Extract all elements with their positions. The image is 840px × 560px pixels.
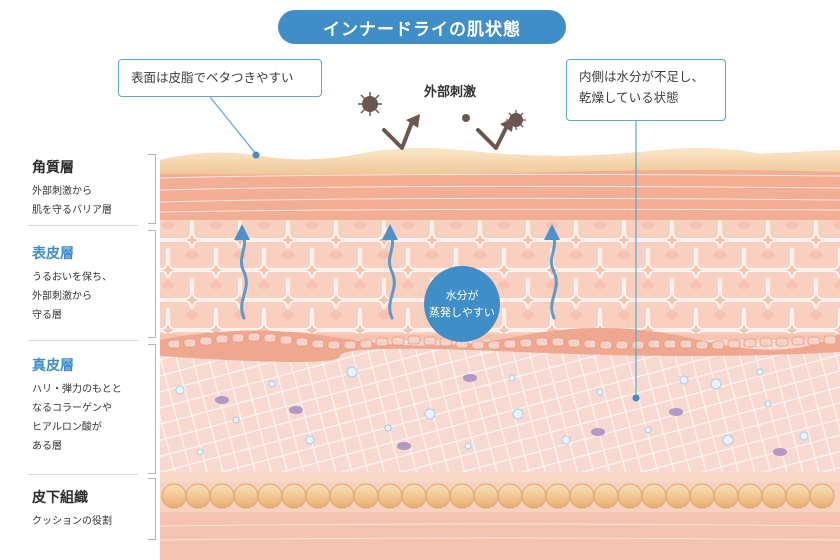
callout-surface: 表面は皮脂でベタつきやすい [118, 59, 322, 97]
layer-desc-line: 外部刺激から [32, 291, 92, 302]
layer-desc-line: ハリ・弾力のもとと [32, 384, 122, 395]
bubble-line1: 水分が [445, 289, 479, 302]
external-stimulus-label: 外部刺激 [424, 85, 477, 100]
layer-bracket [148, 230, 156, 338]
external-irritant-icons [358, 92, 526, 150]
layer-desc-line: うるおいを保ち、 [32, 272, 112, 283]
divider [28, 340, 138, 341]
fat-cells [161, 483, 835, 509]
layer-label-dermis: 真皮層 ハリ・弾力のもとと なるコラーゲンや ヒアルロン酸が ある層 [32, 356, 142, 456]
page-title: インナードライの肌状態 [278, 10, 566, 44]
pointer-dot [252, 151, 260, 159]
layer-desc-line: クッションの役割 [32, 516, 112, 527]
pointer-dot [632, 394, 640, 402]
callout-inner-line1: 内側は水分が不足し、 [579, 69, 705, 84]
arrow-head-icon [544, 224, 560, 240]
evaporation-bubble: 水分が 蒸発しやすい [424, 266, 500, 342]
callout-surface-text: 表面は皮脂でベタつきやすい [131, 70, 294, 85]
layer-bracket [148, 154, 156, 224]
arrow-head-icon [382, 224, 398, 240]
layer-bracket [148, 478, 156, 540]
layer-title: 真皮層 [32, 358, 74, 374]
layer-label-subcutaneous: 皮下組織 クッションの役割 [32, 488, 142, 531]
callout-pointers [209, 96, 637, 396]
callout-inner: 内側は水分が不足し、 乾燥している状態 [566, 59, 726, 121]
layer-desc-line: ある層 [32, 441, 62, 452]
arrow-head-icon [234, 224, 250, 240]
layer-desc-line: なるコラーゲンや [32, 403, 112, 414]
callout-inner-line2: 乾燥している状態 [579, 90, 679, 105]
layer-title: 表皮層 [32, 246, 74, 262]
layer-desc-line: 守る層 [32, 310, 62, 321]
divider [28, 225, 138, 226]
layer-label-stratum-corneum: 角質層 外部刺激から 肌を守るバリア層 [32, 158, 142, 220]
layer-title: 角質層 [32, 160, 74, 176]
water-evaporation-arrows [239, 230, 558, 320]
layer-title: 皮下組織 [32, 490, 88, 506]
layer-desc-line: 肌を守るバリア層 [32, 205, 112, 216]
sebum-film [160, 147, 840, 175]
layer-bracket [148, 344, 156, 474]
divider [28, 474, 138, 475]
bubble-line2: 蒸発しやすい [429, 306, 495, 319]
layer-desc-line: 外部刺激から [32, 186, 92, 197]
layer-desc-line: ヒアルロン酸が [32, 422, 102, 433]
layer-label-epidermis: 表皮層 うるおいを保ち、 外部刺激から 守る層 [32, 244, 142, 325]
